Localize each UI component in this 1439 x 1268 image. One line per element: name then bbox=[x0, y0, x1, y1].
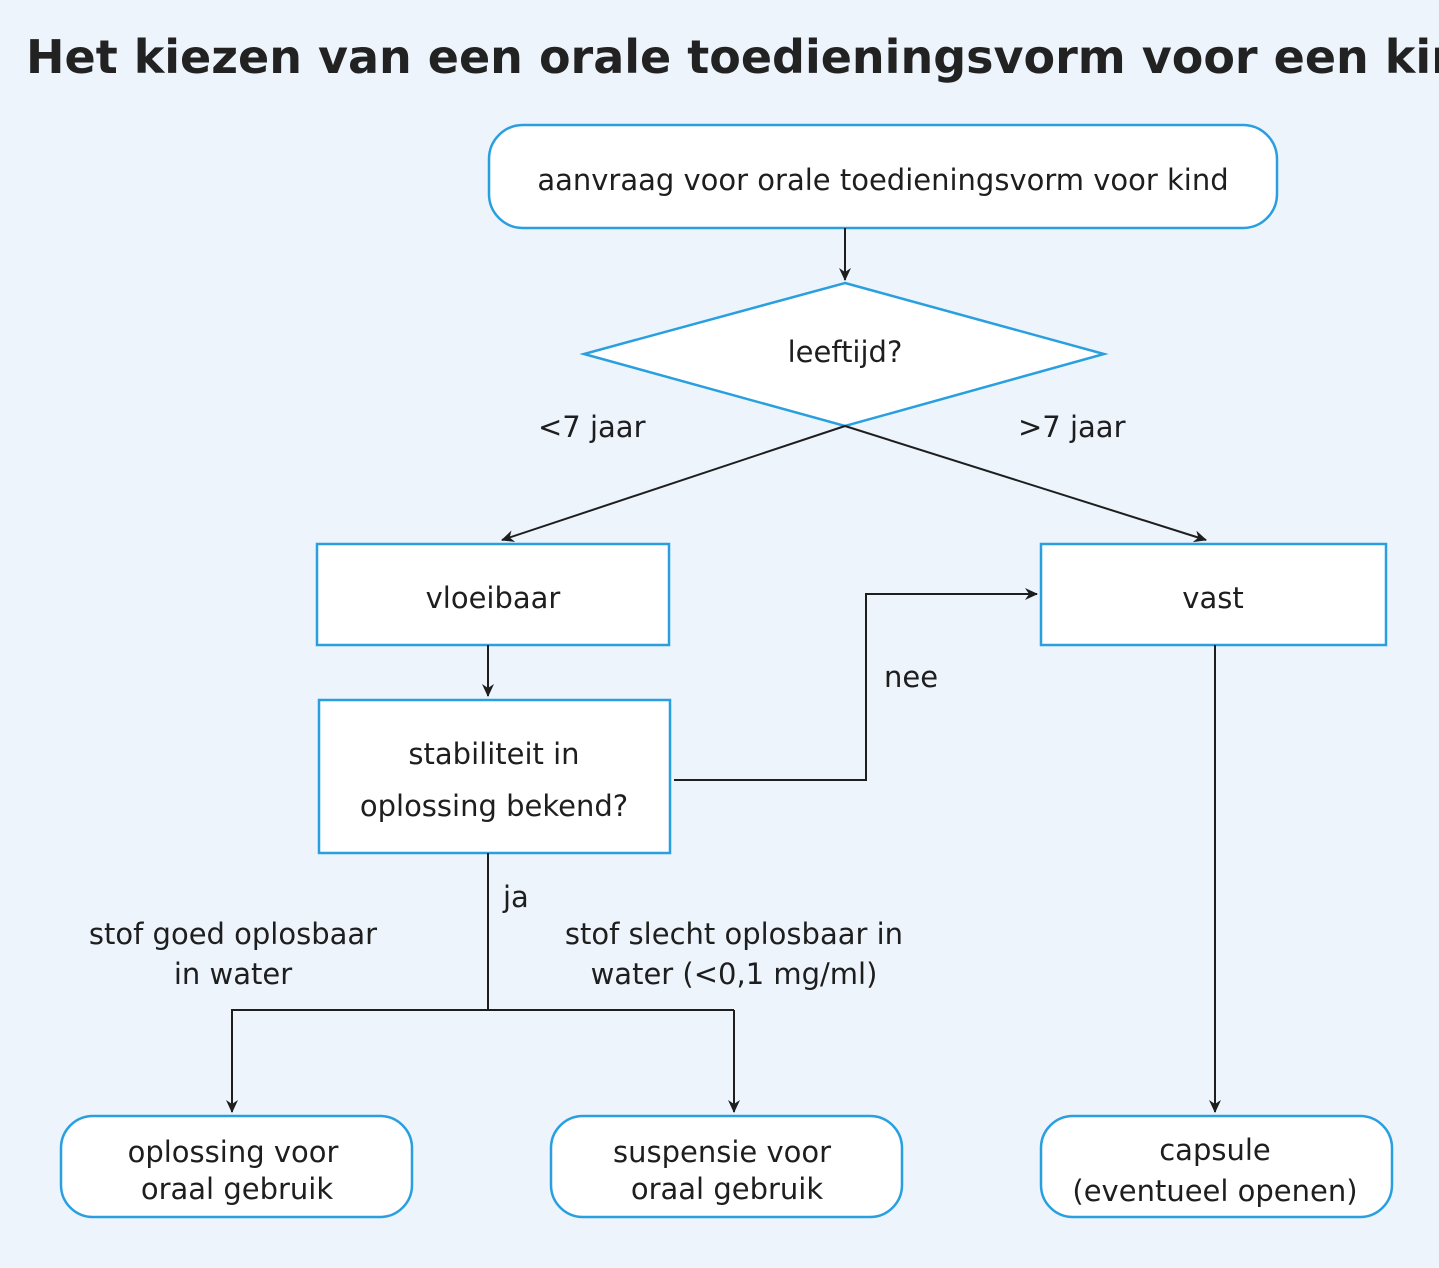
stability-label-line1: stabiliteit in bbox=[408, 737, 579, 771]
suspension-node: suspensie voor oraal gebruik bbox=[549, 1114, 904, 1219]
capsule-node: capsule (eventueel openen) bbox=[1039, 1114, 1394, 1219]
over7-label: >7 jaar bbox=[1018, 410, 1126, 444]
stability-label-line2: oplossing bekend? bbox=[360, 789, 628, 823]
page-title: Het kiezen van een orale toedieningsvorm… bbox=[26, 30, 1439, 84]
solution-label-line1: oplossing voor bbox=[128, 1135, 339, 1169]
soluble-label-line1: stof goed oplosbaar bbox=[89, 917, 377, 951]
start-label: aanvraag voor orale toedieningsvorm voor… bbox=[537, 163, 1228, 197]
poorly-soluble-label-line1: stof slecht oplosbaar in bbox=[565, 917, 903, 951]
suspension-label-line2: oraal gebruik bbox=[631, 1172, 824, 1206]
capsule-label-line1: capsule bbox=[1159, 1133, 1271, 1167]
under7-label: <7 jaar bbox=[538, 410, 646, 444]
solid-node: vast bbox=[1039, 542, 1388, 647]
arrow-age-to-solid bbox=[844, 425, 1207, 543]
arrow-age-to-liquid bbox=[501, 425, 846, 542]
age-decision-node: leeftijd? bbox=[579, 281, 1109, 428]
solution-node: oplossing voor oraal gebruik bbox=[59, 1114, 414, 1219]
yes-label: ja bbox=[502, 880, 529, 914]
arrow-stability-no-to-solid bbox=[674, 588, 1038, 781]
stability-node: stabiliteit in oplossing bekend? bbox=[317, 698, 672, 855]
solution-label-line2: oraal gebruik bbox=[141, 1172, 334, 1206]
solid-label: vast bbox=[1182, 581, 1243, 615]
poorly-soluble-label-line2: water (<0,1 mg/ml) bbox=[591, 957, 878, 991]
suspension-label-line1: suspensie voor bbox=[613, 1135, 831, 1169]
capsule-label-line2: (eventueel openen) bbox=[1072, 1174, 1357, 1208]
age-decision-label: leeftijd? bbox=[788, 335, 903, 369]
no-label: nee bbox=[884, 660, 938, 694]
soluble-label-line2: in water bbox=[174, 957, 292, 991]
liquid-node: vloeibaar bbox=[315, 542, 671, 647]
start-node: aanvraag voor orale toedieningsvorm voor… bbox=[487, 123, 1279, 230]
liquid-label: vloeibaar bbox=[426, 581, 561, 615]
